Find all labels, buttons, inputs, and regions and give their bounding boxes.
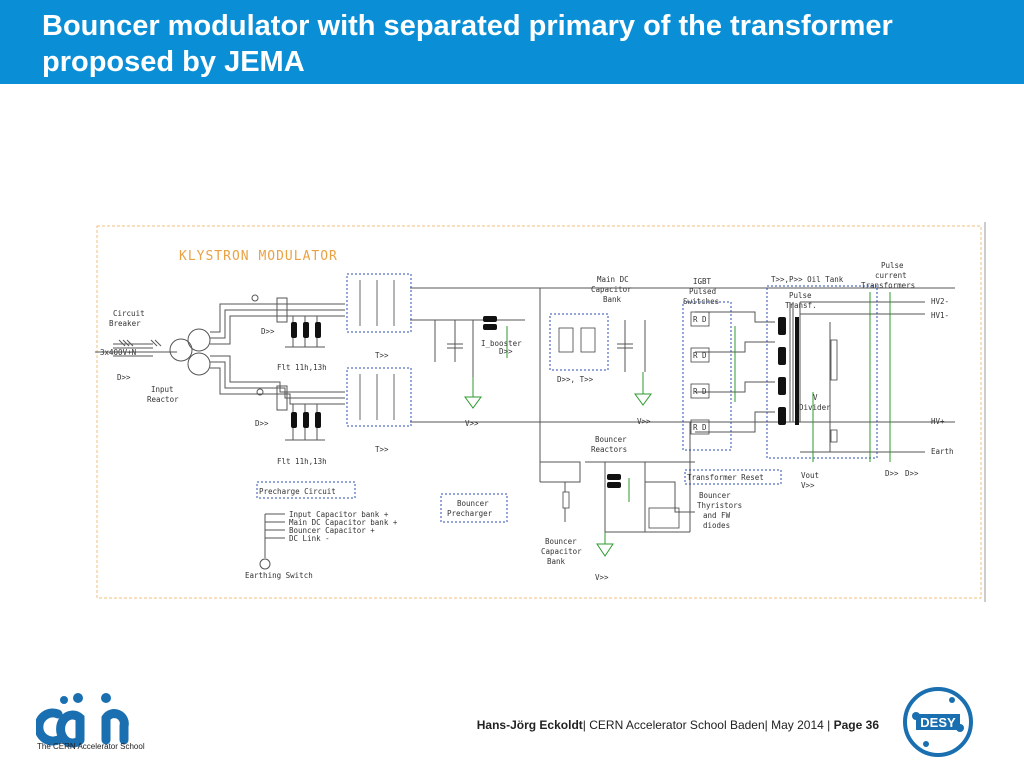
pulse-ct-label: Pulse xyxy=(881,261,904,270)
bouncer-cap-bank-label-3: Bank xyxy=(547,557,566,566)
hvplus-label: HV+ xyxy=(931,417,945,426)
bouncer-reactors-label: Bouncer xyxy=(595,435,627,444)
d-right-1: D>> xyxy=(885,469,899,478)
pulse-transf-label: Pulse xyxy=(789,291,812,300)
t-top-label: T>> xyxy=(375,351,389,360)
hv1-label: HV1- xyxy=(931,311,949,320)
filter-top-label: Flt 11h,13h xyxy=(277,363,327,372)
bouncer-cap-bank-label: Bouncer xyxy=(545,537,577,546)
cas-logo-icon xyxy=(36,693,129,748)
igbt-label-3: Switches xyxy=(683,297,719,306)
bouncer-thyristors-label: Bouncer xyxy=(699,491,731,500)
input-reactor-label: Input xyxy=(151,385,174,394)
diagram-heading: KLYSTRON MODULATOR xyxy=(179,249,338,264)
footer-author: Hans-Jörg Eckoldt xyxy=(476,718,583,732)
d-label-2: D>> xyxy=(261,327,275,336)
i-booster-label: I_booster xyxy=(481,339,522,348)
pulse-transf-label-2: Transf. xyxy=(785,301,817,310)
footer-sep-3: | xyxy=(823,718,834,732)
desy-logo-icon: DESY xyxy=(903,687,973,757)
bouncer-precharger-label-2: Precharger xyxy=(447,509,493,518)
footer-sep-2: | xyxy=(764,718,772,732)
slide-title: Bouncer modulator with separated primary… xyxy=(42,10,893,78)
main-dc-label-2: Capacitor xyxy=(591,285,632,294)
diagram-frame xyxy=(96,225,982,599)
earthing-switch-label: Earthing Switch xyxy=(245,571,313,580)
footer-date: May 2014 xyxy=(771,718,824,732)
v-divider-label: V xyxy=(813,393,818,402)
oil-tank-label: T>>,P>> Oil Tank xyxy=(771,275,844,284)
booster-d-label: D>> xyxy=(499,347,513,356)
earthing-line-2: Main DC Capacitor bank + xyxy=(289,518,398,527)
title-bar: Bouncer modulator with separated primary… xyxy=(0,0,1024,84)
v-left-label: V>> xyxy=(465,419,479,428)
circuit-breaker-label-2: Breaker xyxy=(109,319,141,328)
school-name: The CERN Accelerator School xyxy=(37,742,145,751)
earthing-line-4: DC Link - xyxy=(289,534,330,543)
v-bouncer-label: V>> xyxy=(595,573,609,582)
switch-box-label-3: R D xyxy=(693,387,707,396)
circuit-breaker-label: Circuit xyxy=(113,309,145,318)
klystron-modulator-schematic: KLYSTRON MODULATOR xyxy=(95,222,987,602)
bouncer-precharger-label: Bouncer xyxy=(457,499,489,508)
precharge-label: Precharge Circuit xyxy=(259,487,336,496)
switch-box-label-1: R D xyxy=(693,315,707,324)
filter-bottom-label: Flt 11h,13h xyxy=(277,457,327,466)
footer-page: Page 36 xyxy=(833,718,879,732)
bouncer-thyristors-label-3: and FW xyxy=(703,511,731,520)
vout-label-2: V>> xyxy=(801,481,815,490)
d-label-3: D>> xyxy=(255,419,269,428)
d-right-2: D>> xyxy=(905,469,919,478)
d-label-1: D>> xyxy=(117,373,131,382)
desy-text: DESY xyxy=(920,715,956,730)
bouncer-thyristors-label-4: diodes xyxy=(703,521,730,530)
v-divider-label-2: Divider xyxy=(799,403,831,412)
footer-event: CERN Accelerator School Baden xyxy=(589,718,765,732)
mains-label: 3x400V+N xyxy=(100,348,136,357)
igbt-label: IGBT xyxy=(693,277,712,286)
hv2-label: HV2- xyxy=(931,297,949,306)
input-reactor-label-2: Reactor xyxy=(147,395,179,404)
transformer-reset-label: Transformer Reset xyxy=(687,473,764,482)
main-dc-label-3: Bank xyxy=(603,295,622,304)
footer-sep-1: | xyxy=(582,718,590,732)
pulse-ct-label-3: Transformers xyxy=(861,281,915,290)
earthing-line-1: Input Capacitor bank + xyxy=(289,510,389,519)
bouncer-reactors-label-2: Reactors xyxy=(591,445,627,454)
switch-box-label-2: R D xyxy=(693,351,707,360)
vout-label: Vout xyxy=(801,471,819,480)
booster-dt-label: D>>, T>> xyxy=(557,375,594,384)
earthing-line-3: Bouncer Capacitor + xyxy=(289,526,375,535)
footer-credit: Hans-Jörg Eckoldt| CERN Accelerator Scho… xyxy=(477,718,879,732)
igbt-label-2: Pulsed xyxy=(689,287,716,296)
main-dc-label: Main DC xyxy=(597,275,629,284)
switch-box-label-4: R D xyxy=(693,423,707,432)
pulse-ct-label-2: current xyxy=(875,271,907,280)
bouncer-thyristors-label-2: Thyristors xyxy=(697,501,742,510)
earth-label: Earth xyxy=(931,447,954,456)
bouncer-cap-bank-label-2: Capacitor xyxy=(541,547,582,556)
v-main-label: V>> xyxy=(637,417,651,426)
t-bottom-label: T>> xyxy=(375,445,389,454)
